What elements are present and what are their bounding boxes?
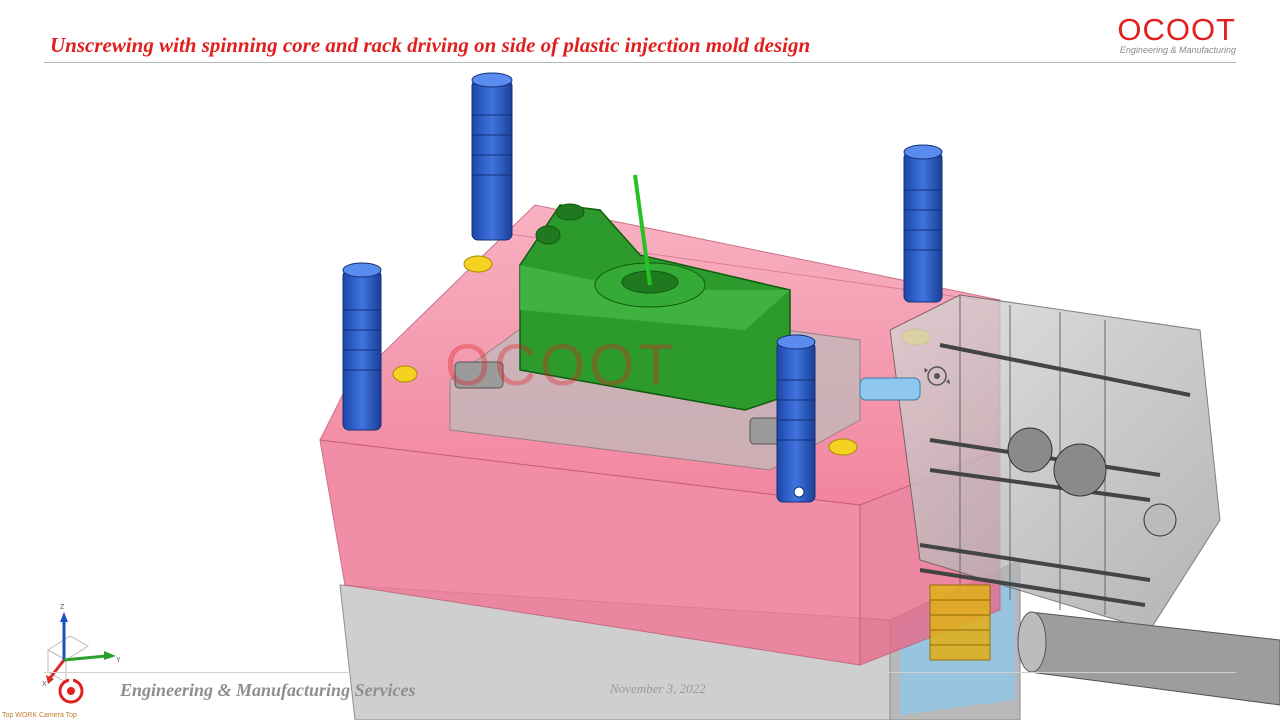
- triad-x-label: X: [42, 681, 47, 688]
- guide-pin-back-right: [903, 144, 943, 303]
- triad-z-label: Z: [60, 604, 65, 611]
- guide-pins: [342, 72, 943, 503]
- guide-pin-back-left: [471, 72, 513, 241]
- footer-divider: [44, 672, 1236, 673]
- triad-y-label: Y: [116, 657, 121, 664]
- plastic-part-green: [519, 174, 791, 411]
- watermark: OCOOT: [445, 333, 678, 398]
- camera-label: Top WORK Camera Top: [2, 712, 77, 719]
- rotate-cursor-icon: [924, 366, 950, 386]
- brand-logo: OCOOT Engineering & Manufacturing: [1117, 12, 1236, 56]
- return-spring: [929, 584, 991, 661]
- hydraulic-cylinder: [1017, 611, 1280, 706]
- axis-triad-icon[interactable]: Z Y X: [36, 600, 126, 690]
- brand-logo-name: OCOOT: [1117, 12, 1236, 47]
- brand-logo-tagline: Engineering & Manufacturing: [1119, 45, 1236, 55]
- guide-pin-front-left: [342, 262, 382, 431]
- footer-date: November 3, 2022: [610, 681, 706, 696]
- rack-gear-box: [859, 294, 1221, 631]
- footer-services-text: Engineering & Manufacturing Services: [120, 680, 416, 700]
- ocoot-footer-logo-icon: [58, 678, 84, 704]
- title-divider: [44, 62, 1236, 63]
- slide-title: Unscrewing with spinning core and rack d…: [50, 33, 811, 57]
- guide-pin-front-right: [776, 334, 816, 503]
